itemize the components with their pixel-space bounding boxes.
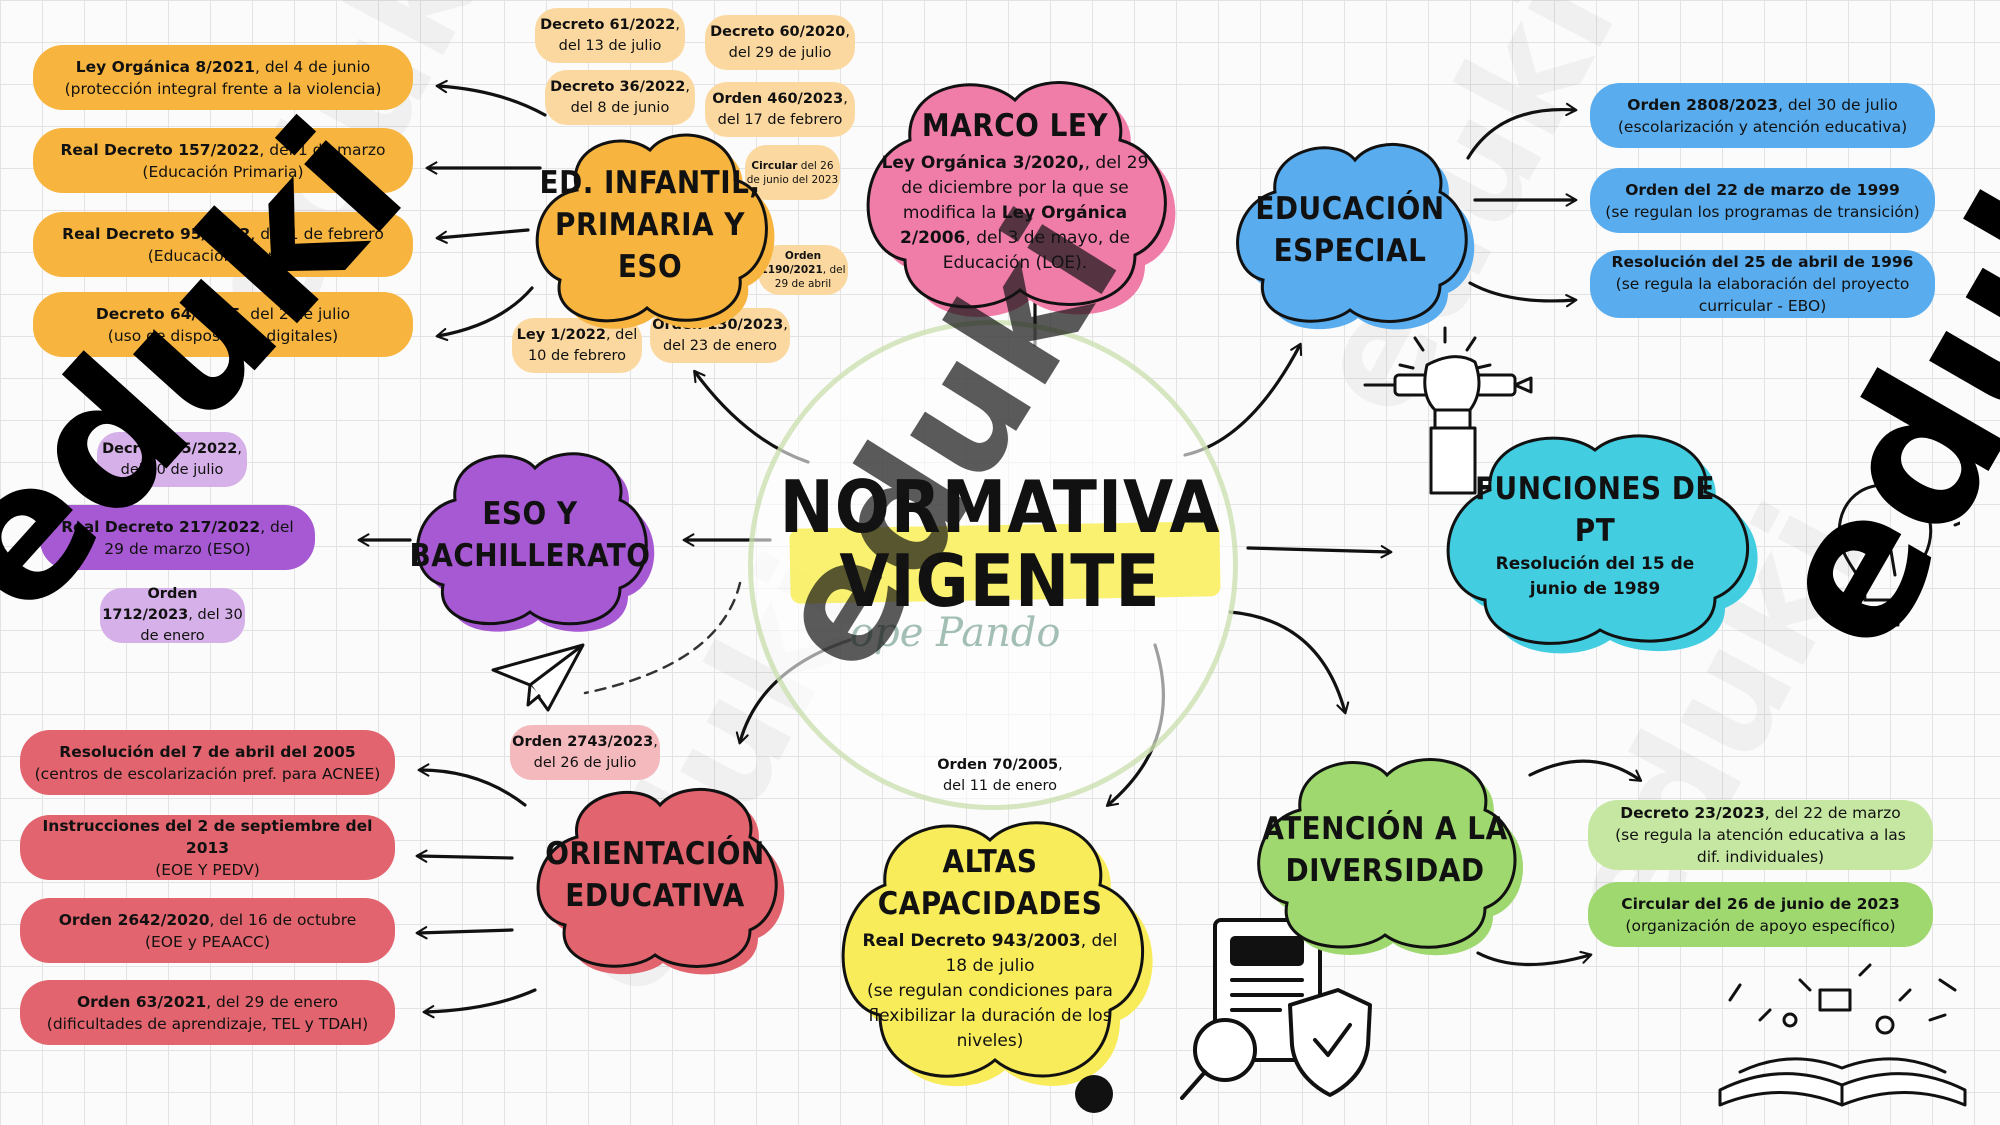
topic-eso-title-1: ESO Y xyxy=(482,496,578,532)
topic-diversidad-title-1: ATENCIÓN A LA xyxy=(1262,811,1508,847)
hand-pencil-icon xyxy=(1363,326,1533,495)
topic-infantil-title-3: ESO xyxy=(617,249,683,285)
law-tag: Orden 70/2005, del 11 de enero xyxy=(937,757,1063,794)
law-item: Orden del 22 de marzo de 1999(se regulan… xyxy=(1590,168,1935,233)
topic-infantil-primaria-eso: ED. INFANTIL, PRIMARIA Y ESO xyxy=(525,120,775,330)
topic-altas-title-1: ALTAS xyxy=(942,844,1038,880)
law-tag: Orden 460/2023, del 17 de febrero xyxy=(705,82,855,137)
law-item: Resolución del 7 de abril del 2005(centr… xyxy=(20,730,395,795)
lightbulb-icon xyxy=(1837,483,1960,627)
topic-atencion-diversidad: ATENCIÓN A LA DIVERSIDAD xyxy=(1245,745,1525,956)
topic-funciones-desc: Resolución del 15 de junio de 1989 xyxy=(1495,554,1695,599)
topic-eso-bachillerato: ESO Y BACHILLERATO xyxy=(405,440,655,632)
topic-marco-ley: MARCO LEY Ley Orgánica 3/2020,, del 29 d… xyxy=(850,65,1180,317)
law-item: Real Decreto 95/2022, del 1 de febrero(E… xyxy=(33,212,413,277)
topic-altas-desc: Real Decreto 943/2003, del 18 de julio xyxy=(862,931,1118,976)
law-item: Real Decreto 217/2022, del 29 de marzo (… xyxy=(40,505,315,570)
topic-altas-title-2: CAPACIDADES xyxy=(877,886,1103,922)
law-item: Decreto 64/2025, del 2 de julio(uso de d… xyxy=(33,292,413,357)
cloud-shape xyxy=(1257,758,1523,956)
law-tag: Decreto 60/2020, del 29 de julio xyxy=(705,15,855,70)
topic-especial-title-2: ESPECIAL xyxy=(1273,233,1427,269)
law-item: Ley Orgánica 8/2021, del 4 de junio(prot… xyxy=(33,45,413,110)
topic-orientacion-title-1: ORIENTACIÓN xyxy=(545,836,765,872)
law-tag: Decreto 61/2022, del 13 de julio xyxy=(535,8,685,63)
law-item: Decreto 23/2023, del 22 de marzo(se regu… xyxy=(1588,800,1933,870)
cloud-shape xyxy=(866,81,1176,317)
central-topic-line2: VIGENTE xyxy=(839,539,1161,623)
topic-eso-title-2: BACHILLERATO xyxy=(409,538,651,574)
law-tag: Decreto 65/2022, del 20 de julio xyxy=(97,432,247,487)
cloud-shape xyxy=(416,452,655,632)
law-item: Real Decreto 157/2022, del 1 de marzo(Ed… xyxy=(33,128,413,193)
topic-diversidad-title-2: DIVERSIDAD xyxy=(1285,853,1485,889)
topic-infantil-title-2: PRIMARIA Y xyxy=(555,207,745,243)
cloud-shape xyxy=(1446,434,1758,654)
topic-funciones-title: FUNCIONES DE PT xyxy=(1475,471,1715,549)
open-book-icon xyxy=(1718,963,1967,1107)
topic-altas-desc-2: (se regulan condiciones para flexibiliza… xyxy=(867,981,1113,1051)
law-item: Circular del 26 de junio de 2023(organiz… xyxy=(1588,882,1933,947)
document-search-shield-icon xyxy=(1180,918,1372,1100)
law-tag: Circular del 26 de junio del 2023 xyxy=(745,145,840,200)
law-item: Orden 63/2021, del 29 de enero(dificulta… xyxy=(20,980,395,1045)
cloud-shape xyxy=(535,133,775,329)
law-tag: Orden 1712/2023, del 30 de enero xyxy=(100,586,245,644)
topic-funciones-pt: FUNCIONES DE PT Resolución del 15 de jun… xyxy=(1430,420,1760,654)
cloud-shape xyxy=(1236,143,1475,330)
law-item: Instrucciones del 2 de septiembre del 20… xyxy=(20,815,395,880)
cloud-shape xyxy=(536,788,785,975)
topic-altas-capacidades: ALTAS CAPACIDADES Real Decreto 943/2003,… xyxy=(825,805,1155,1090)
topic-orientacion-title-2: EDUCATIVA xyxy=(565,878,745,914)
cloud-shape xyxy=(841,821,1153,1087)
author-signature: ope Pando xyxy=(850,610,1061,656)
law-tag: Ley 1/2022, del 10 de febrero xyxy=(512,318,642,373)
law-item: Resolución del 25 de abril de 1996(se re… xyxy=(1590,250,1935,318)
law-tag: Orden 2743/2023, del 26 de julio xyxy=(510,725,660,780)
topic-marco-desc: Ley Orgánica 3/2020,, del 29 de diciembr… xyxy=(881,152,1149,273)
law-tag: Decreto 36/2022, del 8 de junio xyxy=(545,70,695,125)
topic-especial-title-1: EDUCACIÓN xyxy=(1255,191,1445,227)
central-topic: NORMATIVA VIGENTE xyxy=(770,470,1230,618)
topic-educacion-especial: EDUCACIÓN ESPECIAL xyxy=(1225,130,1475,330)
law-item: Orden 2642/2020, del 16 de octubre(EOE y… xyxy=(20,898,395,963)
topic-infantil-title-1: ED. INFANTIL, xyxy=(539,165,761,201)
central-topic-line1: NORMATIVA xyxy=(779,465,1221,549)
topic-marco-title: MARCO LEY xyxy=(921,107,1109,144)
law-item: Orden 2808/2023, del 30 de julio(escolar… xyxy=(1590,83,1935,148)
topic-orientacion-educativa: ORIENTACIÓN EDUCATIVA xyxy=(525,775,785,975)
law-tag: Orden 1190/2021, del 29 de abril xyxy=(758,245,848,295)
paper-plane-icon xyxy=(491,643,585,712)
watermark-dot xyxy=(1075,1075,1113,1113)
